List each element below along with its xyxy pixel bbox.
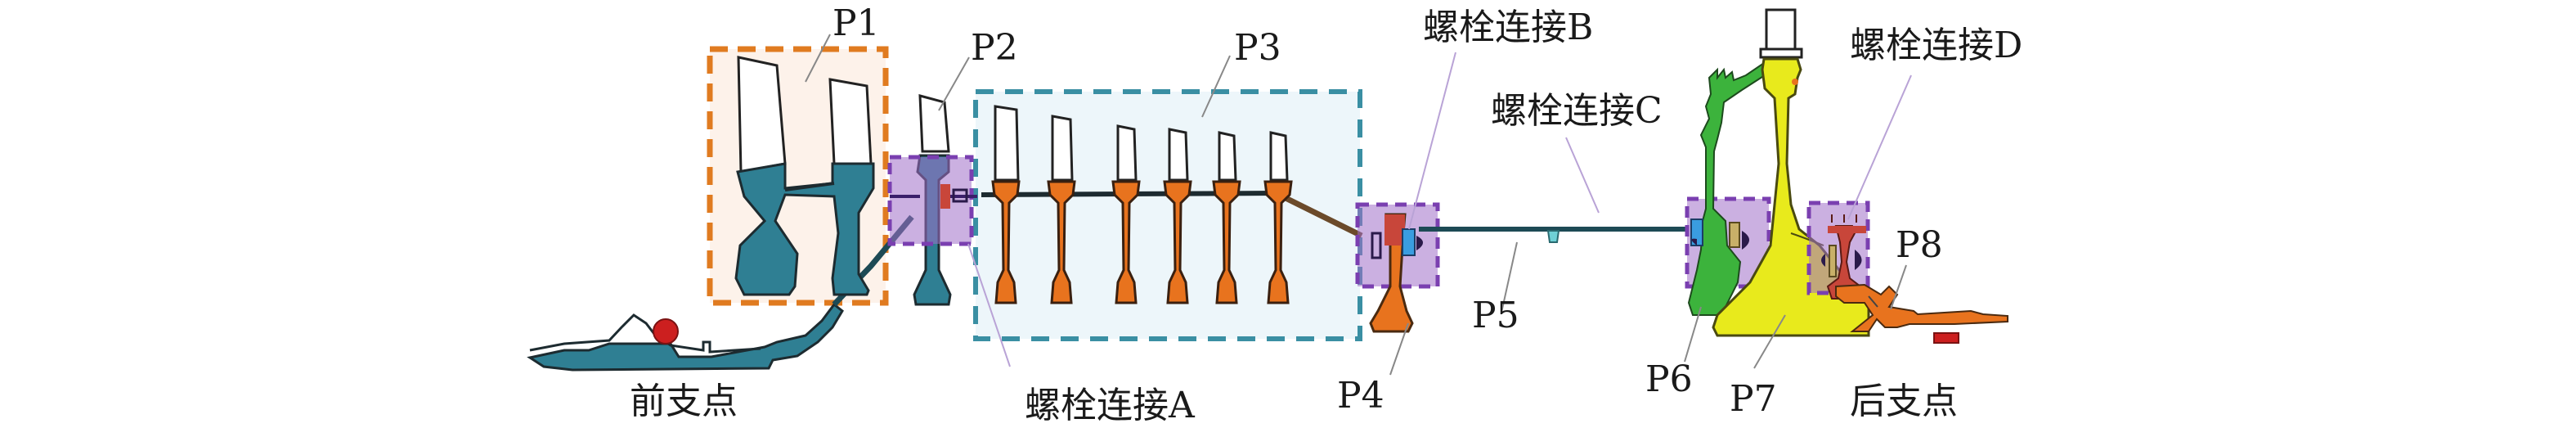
p7-blade (1765, 8, 1797, 52)
compressor-disk (1111, 180, 1141, 304)
compressor-blade (1168, 128, 1189, 182)
compressor-disk (1212, 180, 1241, 304)
compressor-disk (1263, 180, 1293, 304)
front-bearing-ball-icon (653, 318, 679, 345)
label-p2: P2 (971, 27, 1018, 69)
label-p8: P8 (1896, 224, 1943, 266)
p6-disk (1687, 59, 1768, 316)
label-p1: P1 (832, 2, 880, 44)
p5-feature (1546, 230, 1560, 243)
label-bolt-d: 螺栓连接D (1850, 25, 2022, 66)
compressor-disk (991, 180, 1021, 304)
label-bolt-c: 螺栓连接C (1491, 90, 1663, 132)
label-p7: P7 (1730, 378, 1777, 420)
p4-disk (1369, 213, 1423, 333)
compressor-stage-group (991, 105, 1293, 304)
compressor-blade (994, 105, 1020, 182)
label-p4: P4 (1337, 375, 1384, 417)
compressor-disk (1047, 180, 1076, 304)
label-p3: P3 (1234, 27, 1281, 69)
front-support (527, 302, 844, 372)
label-p6: P6 (1645, 358, 1693, 400)
p8-shaft (1821, 214, 2008, 344)
label-bolt-b: 螺栓连接B (1423, 7, 1593, 48)
label-rear-support: 后支点 (1850, 381, 1958, 422)
compressor-disk (1163, 180, 1192, 304)
label-p5: P5 (1472, 295, 1519, 336)
label-front-support: 前支点 (630, 381, 738, 422)
compressor-blade (1051, 115, 1074, 182)
rear-bearing-icon (1933, 332, 1959, 344)
compressor-blade (1116, 124, 1138, 182)
p1-fan-disks (734, 56, 875, 296)
compressor-blade (1218, 131, 1237, 182)
label-bolt-a: 螺栓连接A (1025, 385, 1196, 426)
compressor-blade (1269, 131, 1289, 182)
